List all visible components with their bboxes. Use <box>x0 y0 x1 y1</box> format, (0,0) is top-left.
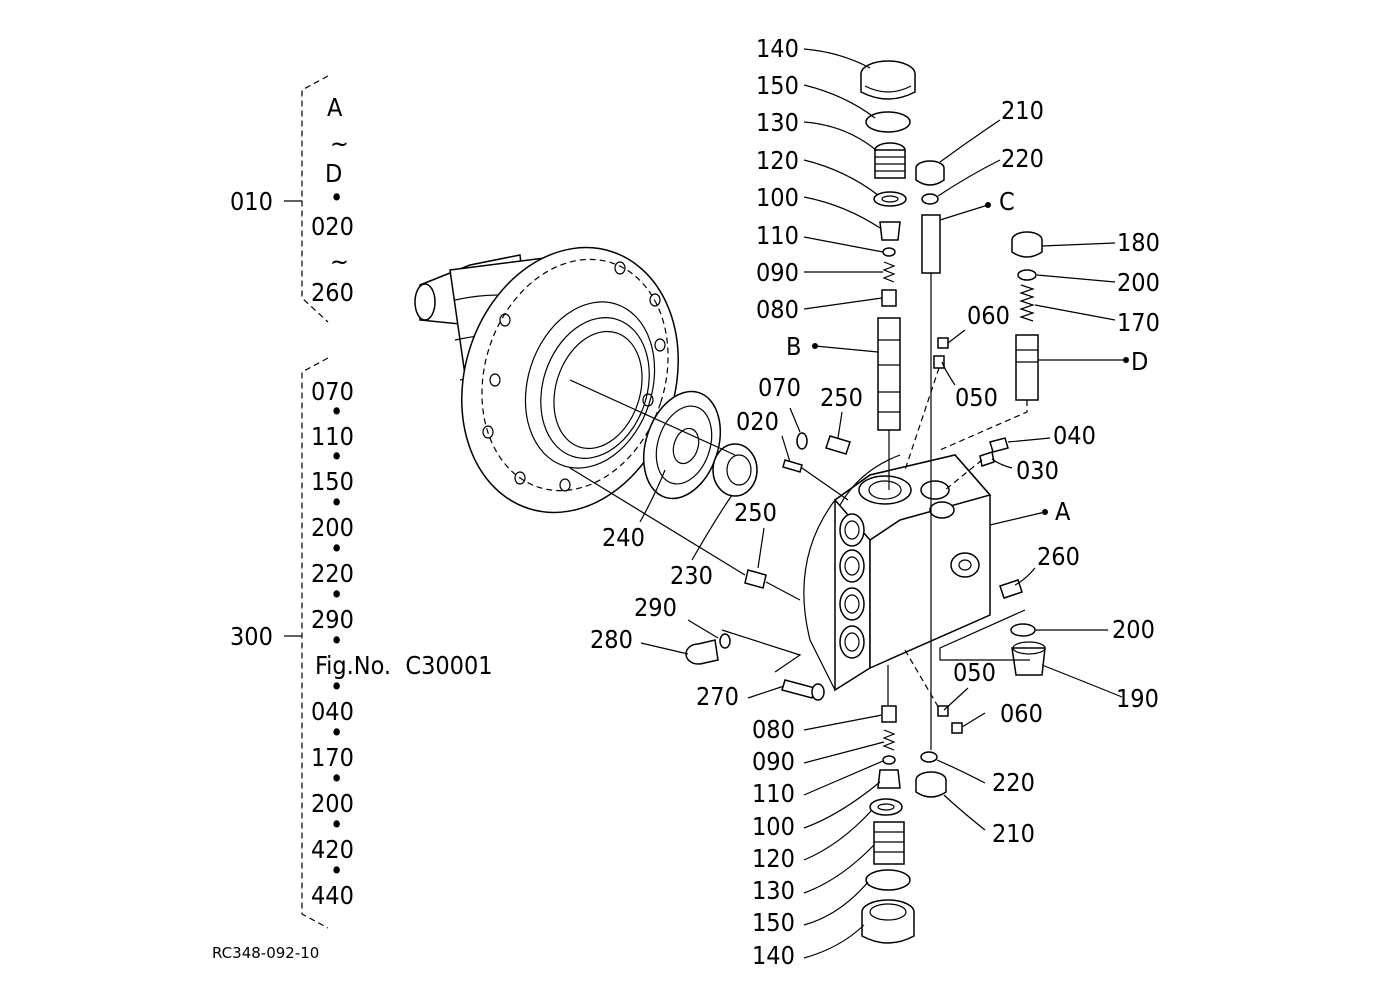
callout-200: 200 <box>1112 615 1155 644</box>
group-300-item: 200 <box>311 789 354 818</box>
callout-200: 200 <box>1117 268 1160 297</box>
group-300-item: 070 <box>311 377 354 406</box>
callout-280: 280 <box>590 625 633 654</box>
group-300-item: 170 <box>311 743 354 772</box>
callout-080: 080 <box>752 715 795 744</box>
plug-c-column <box>915 160 945 750</box>
group-300-item: Fig.No. C30001 <box>315 651 493 680</box>
group-010-item: ~ <box>330 129 349 158</box>
group-010-item: ~ <box>330 247 349 276</box>
leader-lines <box>569 48 1129 959</box>
group-300-item: • <box>330 856 343 885</box>
pin-250-lower <box>744 569 801 601</box>
bottom-relief-stack <box>861 665 915 944</box>
group-300-item: • <box>330 718 343 747</box>
callout-110: 110 <box>752 779 795 808</box>
top-relief-stack <box>860 60 916 490</box>
callout-250: 250 <box>820 383 863 412</box>
callout-210: 210 <box>1001 96 1044 125</box>
group-300-item: • <box>330 810 343 839</box>
callout-220: 220 <box>1001 144 1044 173</box>
plug-050-060-bottom <box>904 649 963 734</box>
callout-140: 140 <box>756 34 799 63</box>
callout-190: 190 <box>1116 684 1159 713</box>
callout-c: C <box>999 187 1015 216</box>
group-300-item: 040 <box>311 697 354 726</box>
group-300-item: 220 <box>311 559 354 588</box>
callout-040: 040 <box>1053 421 1096 450</box>
group-300-item: • <box>330 488 343 517</box>
group-300-bracket: 300 070 • 110 • 150 • 200 • 220 • 290 • … <box>230 357 493 929</box>
group-010-item: A <box>327 93 343 122</box>
group-300-item: • <box>330 626 343 655</box>
callout-060: 060 <box>967 301 1010 330</box>
callout-140: 140 <box>752 941 795 970</box>
bearing <box>712 443 758 497</box>
callout-150: 150 <box>752 908 795 937</box>
callout-150: 150 <box>756 71 799 100</box>
group-010-bracket: 010 A ~ D • 020 ~ 260 <box>230 75 354 323</box>
callout-090: 090 <box>752 747 795 776</box>
callout-020: 020 <box>736 407 779 436</box>
callout-260: 260 <box>1037 542 1080 571</box>
group-010-item: D <box>325 159 342 188</box>
callout-180: 180 <box>1117 228 1160 257</box>
callout-090: 090 <box>756 258 799 287</box>
callout-240: 240 <box>602 523 645 552</box>
callout-210: 210 <box>992 819 1035 848</box>
plug-060-050 <box>904 337 949 471</box>
callout-290: 290 <box>634 593 677 622</box>
group-300-item: 110 <box>311 422 354 451</box>
relief-d-column <box>939 231 1043 451</box>
group-300-item: • <box>330 397 343 426</box>
callout-170: 170 <box>1117 308 1160 337</box>
callout-230: 230 <box>670 561 713 590</box>
callout-100: 100 <box>756 183 799 212</box>
fitting-200-190 <box>939 609 1046 676</box>
group-010-item: 260 <box>311 278 354 307</box>
callout-130: 130 <box>752 876 795 905</box>
drawing-id: RC348-092-10 <box>212 944 319 962</box>
group-300-item: 290 <box>311 605 354 634</box>
group-300-item: • <box>330 672 343 701</box>
group-300-item: • <box>330 764 343 793</box>
plug-040-030 <box>944 437 1009 491</box>
group-300-item: 200 <box>311 513 354 542</box>
callout-080: 080 <box>756 295 799 324</box>
callout-050: 050 <box>955 383 998 412</box>
callout-130: 130 <box>756 108 799 137</box>
callout-100: 100 <box>752 812 795 841</box>
group-300-item: • <box>330 580 343 609</box>
callout-d: D <box>1131 347 1148 376</box>
callout-110: 110 <box>756 221 799 250</box>
callout-060: 060 <box>1000 699 1043 728</box>
group-300-item: • <box>330 442 343 471</box>
callout-070: 070 <box>758 373 801 402</box>
callout-labels: 140 150 130 120 100 110 090 080 B 070 25… <box>590 34 1160 970</box>
group-300-ref: 300 <box>230 622 273 651</box>
group-010-ref: 010 <box>230 187 273 216</box>
group-010-item: • <box>330 183 343 212</box>
callout-220: 220 <box>992 768 1035 797</box>
callout-b: B <box>786 332 801 361</box>
pins-070-250-020 <box>782 432 851 501</box>
group-010-item: 020 <box>311 212 354 241</box>
callout-a: A <box>1055 497 1071 526</box>
group-300-item: • <box>330 534 343 563</box>
callout-050: 050 <box>953 658 996 687</box>
plug-280-290-270 <box>685 629 825 701</box>
callout-030: 030 <box>1016 456 1059 485</box>
callout-120: 120 <box>752 844 795 873</box>
callout-270: 270 <box>696 682 739 711</box>
plug-220-210-bottom <box>915 751 947 798</box>
callout-250: 250 <box>734 498 777 527</box>
group-300-item: 420 <box>311 835 354 864</box>
valve-block <box>803 454 992 692</box>
group-300-item: 440 <box>311 881 354 910</box>
callout-120: 120 <box>756 146 799 175</box>
group-300-item: 150 <box>311 467 354 496</box>
